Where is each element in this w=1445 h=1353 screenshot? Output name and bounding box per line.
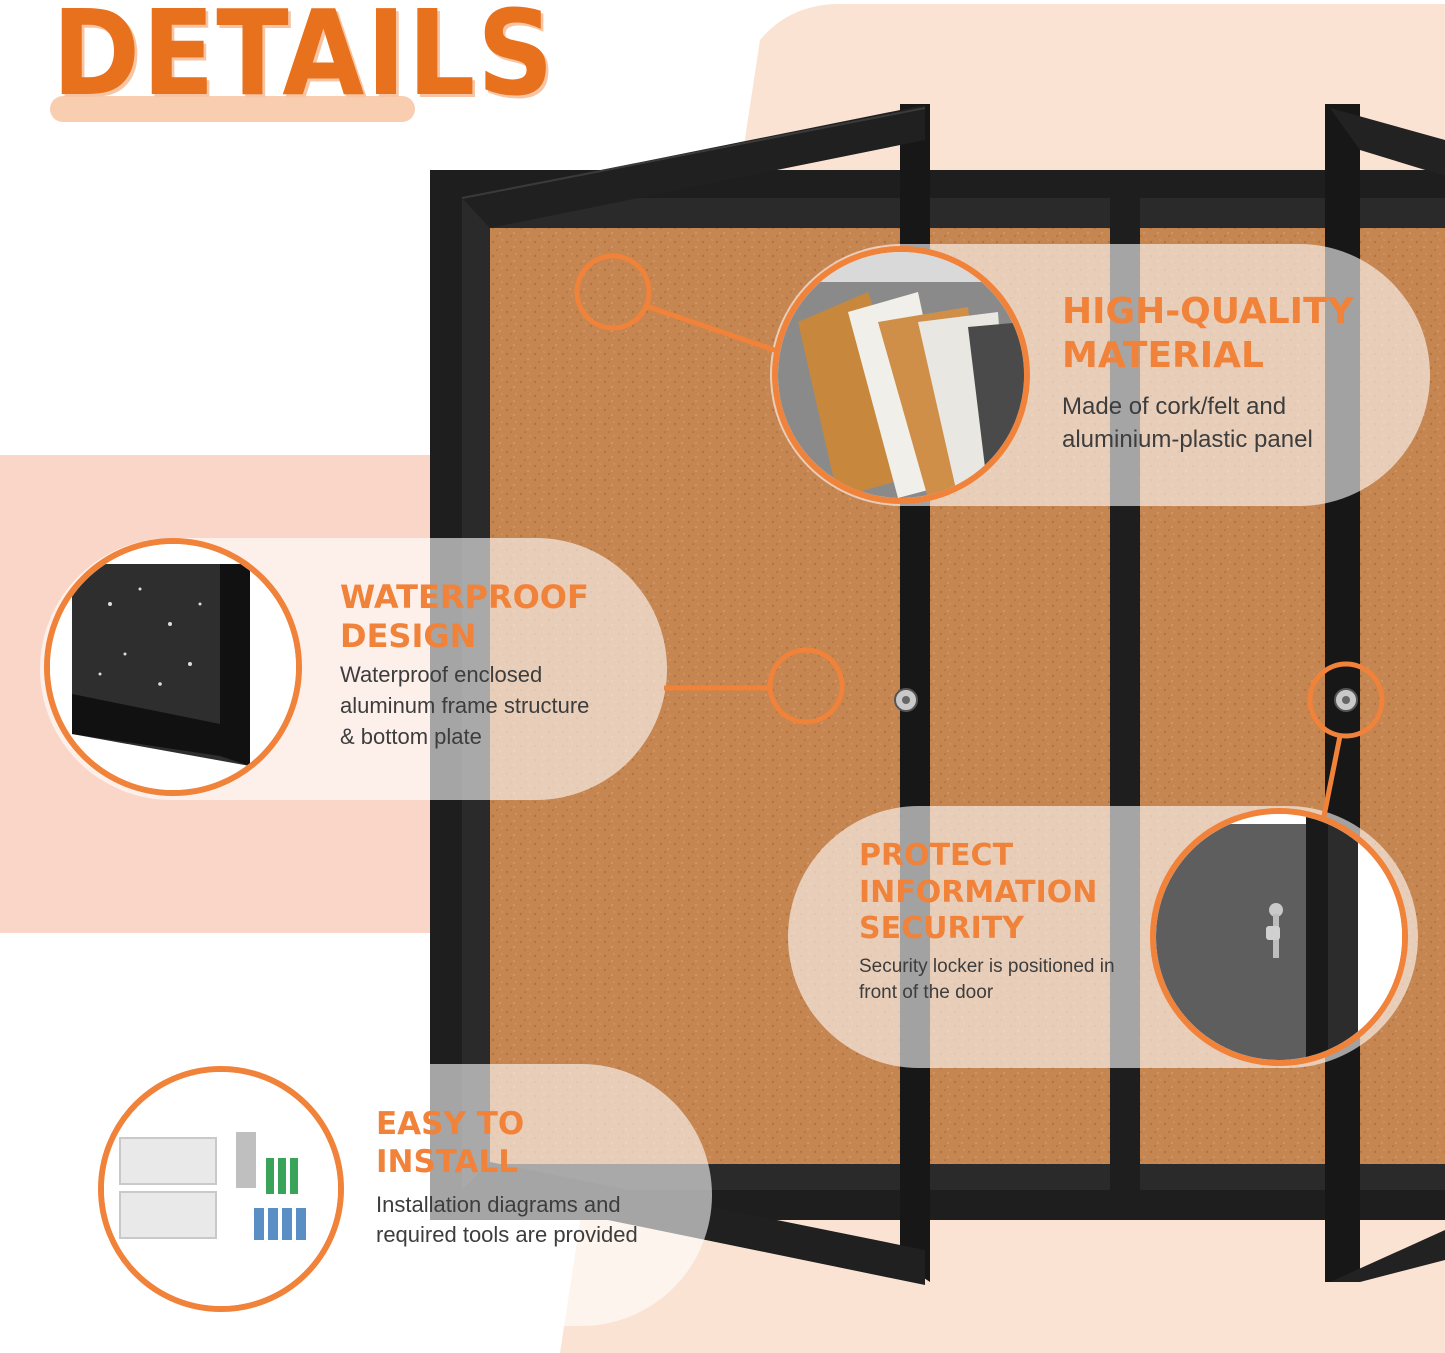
feature-desc: aluminium-plastic panel [1062,426,1313,454]
feature-title: DESIGN [340,617,477,656]
feature-desc: aluminum frame structure [340,692,590,718]
feature-title: SECURITY [859,911,1024,947]
feature-desc: Waterproof enclosed [340,662,543,688]
feature-desc: required tools are provided [376,1222,638,1248]
feature-title: EASY TO [376,1106,525,1142]
feature-desc: front of the door [859,982,994,1004]
feature-security: PROTECT INFORMATION SECURITY Security lo… [859,838,1115,1007]
feature-title: PROTECT [859,838,1014,873]
page-title: DETAILS [52,0,556,122]
feature-desc: & bottom plate [340,723,482,749]
feature-desc: Installation diagrams and [376,1191,621,1217]
water-droplets-frame-icon [44,538,302,796]
feature-desc: Security locker is positioned in [859,955,1115,977]
feature-material: HIGH-QUALITY MATERIAL Made of cork/felt … [1062,290,1354,457]
feature-title: INSTALL [376,1143,519,1180]
feature-title: INFORMATION [859,874,1098,910]
feature-install: EASY TO INSTALL Installation diagrams an… [376,1106,638,1251]
callout-ring-security [1307,661,1385,739]
feature-waterproof: WATERPROOF DESIGN Waterproof enclosed al… [340,578,589,752]
layered-panel-icon [772,246,1030,504]
feature-desc: Made of cork/felt and [1062,392,1287,420]
feature-title: WATERPROOF [340,578,589,616]
callout-ring-material [574,253,652,331]
feature-title: HIGH-QUALITY [1062,291,1354,332]
mounting-hardware-icon [98,1066,344,1312]
feature-title: MATERIAL [1062,334,1264,376]
lock-key-icon [1150,808,1408,1066]
title-underline [50,96,415,122]
